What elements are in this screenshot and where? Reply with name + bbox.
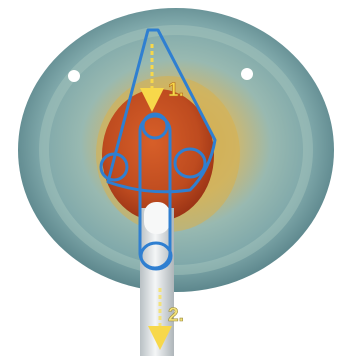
step-2-label: 2. bbox=[168, 305, 184, 326]
eye bbox=[18, 8, 334, 292]
cannula-tip-highlight bbox=[144, 202, 170, 234]
reflection-right bbox=[241, 68, 253, 80]
reflection-left bbox=[68, 70, 80, 82]
step-1-label: 1. bbox=[168, 80, 184, 101]
